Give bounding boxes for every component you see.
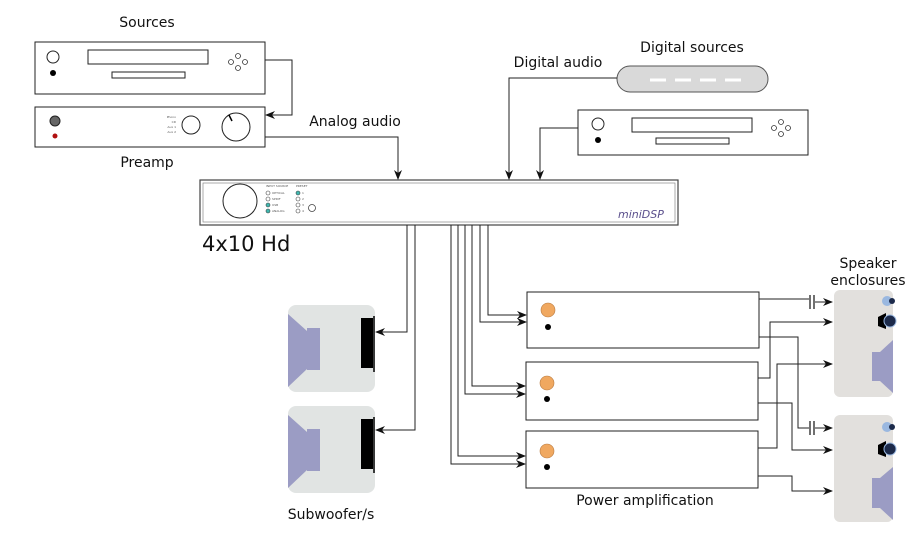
preset-button — [308, 204, 316, 212]
input-label: USB — [272, 203, 278, 207]
cd-player-source — [34, 41, 266, 95]
input-wires — [265, 59, 617, 180]
input-label: ANALOG — [272, 209, 285, 213]
preset-label: 3 — [302, 203, 304, 207]
preset-label: 2 — [302, 197, 304, 201]
speaker-enclosures-label-2: enclosures — [830, 273, 905, 289]
amplifier-1 — [526, 291, 760, 349]
minidsp-logo: miniDSP — [618, 208, 664, 221]
analog-audio-label: Analog audio — [309, 114, 401, 130]
preamp-input-label: Phono — [167, 115, 176, 119]
input-source-heading: INPUT SOURCE — [266, 184, 288, 188]
speaker-enclosures-label-1: Speaker — [840, 256, 897, 272]
sources-label: Sources — [119, 15, 174, 31]
input-leds: OPTICAL SPDIF USB ANALOG — [265, 190, 285, 214]
digital-source-player — [577, 109, 809, 156]
digital-sources-label: Digital sources — [640, 40, 744, 56]
volume-knob — [221, 112, 251, 142]
preset-heading: PRESET — [296, 184, 308, 188]
amplifier-2 — [525, 361, 759, 421]
digital-audio-label: Digital audio — [514, 55, 603, 71]
amplifier-3 — [525, 430, 759, 489]
input-selector-knob — [181, 115, 201, 135]
speaker-enclosure-2 — [834, 415, 897, 522]
preamp-input-label: CD — [172, 120, 177, 124]
preset-label: 4 — [302, 209, 304, 213]
subwoofer-1 — [288, 305, 375, 392]
minidsp-4x10-hd: INPUT SOURCE OPTICAL SPDIF USB ANALOG PR… — [199, 179, 679, 226]
preamp-label: Preamp — [120, 155, 173, 171]
subwoofers-label: Subwoofer/s — [288, 507, 375, 523]
subwoofer-2 — [288, 406, 375, 493]
processor-label: 4x10 Hd — [202, 232, 290, 256]
capacitor-icon — [809, 421, 815, 435]
preamp: Phono CD Aux 1 Aux 2 — [34, 106, 266, 148]
preamp-input-label: Aux 1 — [167, 125, 176, 129]
capacitor-icon — [809, 295, 815, 309]
digital-source-pill — [616, 65, 769, 93]
preamp-input-label: Aux 2 — [167, 130, 176, 134]
input-label: SPDIF — [272, 197, 281, 201]
preset-label: 1 — [302, 191, 304, 195]
speaker-wires — [758, 295, 833, 495]
preset-leds: 1 2 3 4 — [295, 190, 304, 214]
speaker-enclosure-1 — [834, 290, 897, 397]
input-label: OPTICAL — [272, 191, 285, 195]
master-volume-knob — [222, 183, 258, 219]
power-amplification-label: Power amplification — [576, 493, 714, 509]
output-wires — [375, 225, 527, 468]
